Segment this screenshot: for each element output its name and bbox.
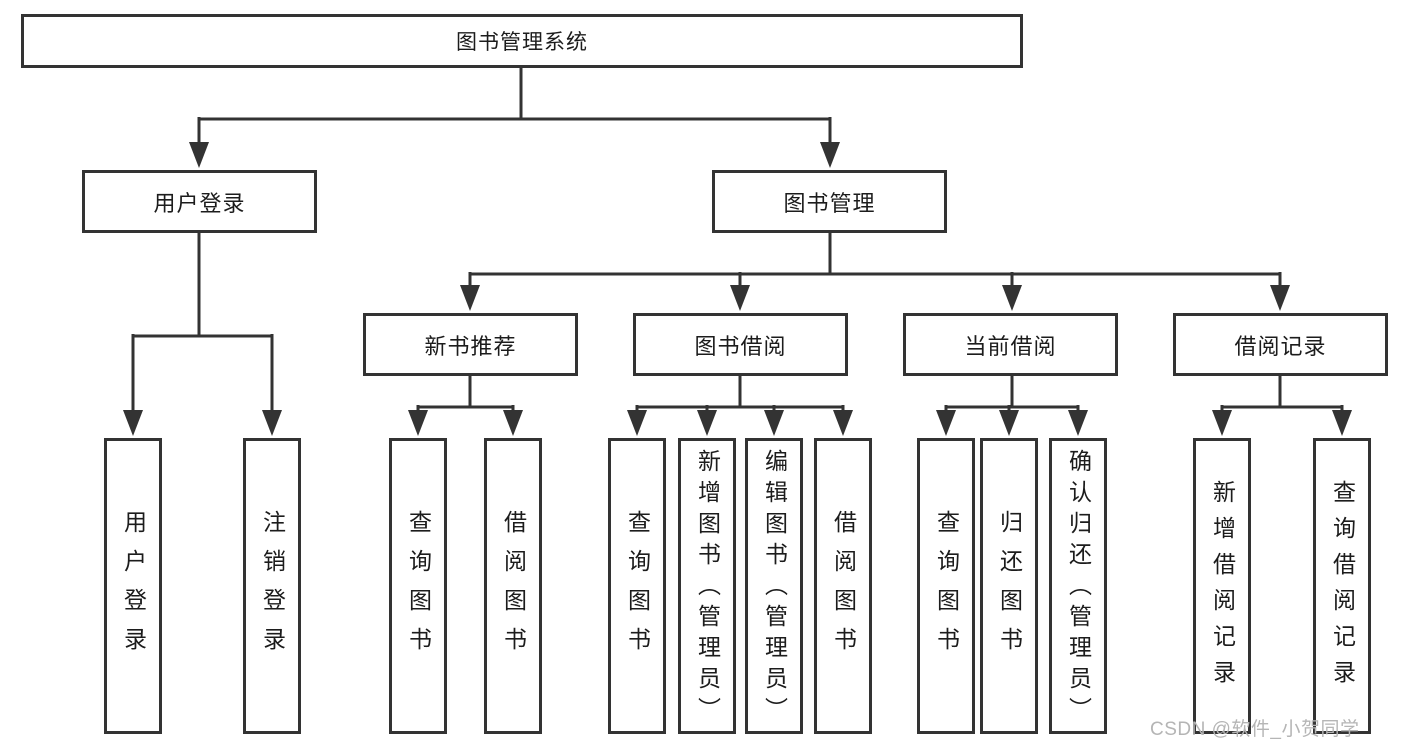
leaf-borrowing-borrow-books: 借阅图书 <box>814 438 872 734</box>
node-book-management: 图书管理 <box>712 170 947 233</box>
leaf-logout: 注销登录 <box>243 438 301 734</box>
leaf-recommend-query-books: 查询图书 <box>389 438 447 734</box>
node-new-book-recommend: 新书推荐 <box>363 313 578 376</box>
leaf-user-login: 用户登录 <box>104 438 162 734</box>
leaf-current-query-books: 查询图书 <box>917 438 975 734</box>
node-user-login: 用户登录 <box>82 170 317 233</box>
node-current-borrowing: 当前借阅 <box>903 313 1118 376</box>
node-borrowing-records: 借阅记录 <box>1173 313 1388 376</box>
leaf-borrowing-edit-books-admin: 编辑图书（管理员） <box>745 438 803 734</box>
node-root-system: 图书管理系统 <box>21 14 1023 68</box>
leaf-records-add-record: 新增借阅记录 <box>1193 438 1251 734</box>
leaf-borrowing-add-books-admin: 新增图书（管理员） <box>678 438 736 734</box>
node-book-borrowing: 图书借阅 <box>633 313 848 376</box>
leaf-recommend-borrow-books: 借阅图书 <box>484 438 542 734</box>
csdn-watermark: CSDN @软件_小贺同学 <box>1150 719 1360 740</box>
arrowheads <box>123 142 1352 436</box>
leaf-records-query-record: 查询借阅记录 <box>1313 438 1371 734</box>
leaf-borrowing-query-books: 查询图书 <box>608 438 666 734</box>
leaf-current-confirm-return-admin: 确认归还（管理员） <box>1049 438 1107 734</box>
leaf-current-return-books: 归还图书 <box>980 438 1038 734</box>
